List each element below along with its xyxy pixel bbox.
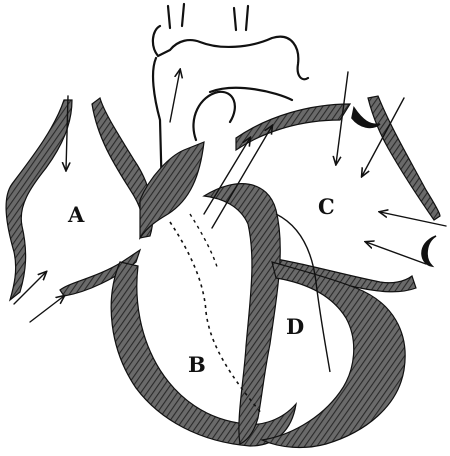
vessel-opening-right (422, 236, 436, 266)
vessel-branch-3 (234, 8, 236, 30)
arrow-into-c-4 (366, 242, 426, 264)
label-d: D (286, 314, 304, 339)
vessel-branch-2 (182, 4, 184, 26)
septal-dashed-line-2 (190, 214, 218, 270)
vessel-branch-1 (168, 6, 170, 28)
label-c: C (318, 194, 335, 219)
pulmonary-root (193, 92, 234, 140)
label-b: B (188, 352, 206, 377)
aortic-arch-outer (153, 26, 308, 79)
vessel-branch-4 (246, 6, 248, 30)
aorta-trunk-right (210, 88, 292, 100)
label-a: A (67, 202, 85, 227)
chamber-a-wall (6, 100, 72, 300)
chamber-c-top-wall (236, 104, 350, 150)
chamber-c-outer-wall (368, 96, 440, 220)
chamber-d (204, 184, 405, 448)
arrow-aorta-up (170, 70, 180, 122)
arrow-lower-left-b (30, 296, 64, 322)
